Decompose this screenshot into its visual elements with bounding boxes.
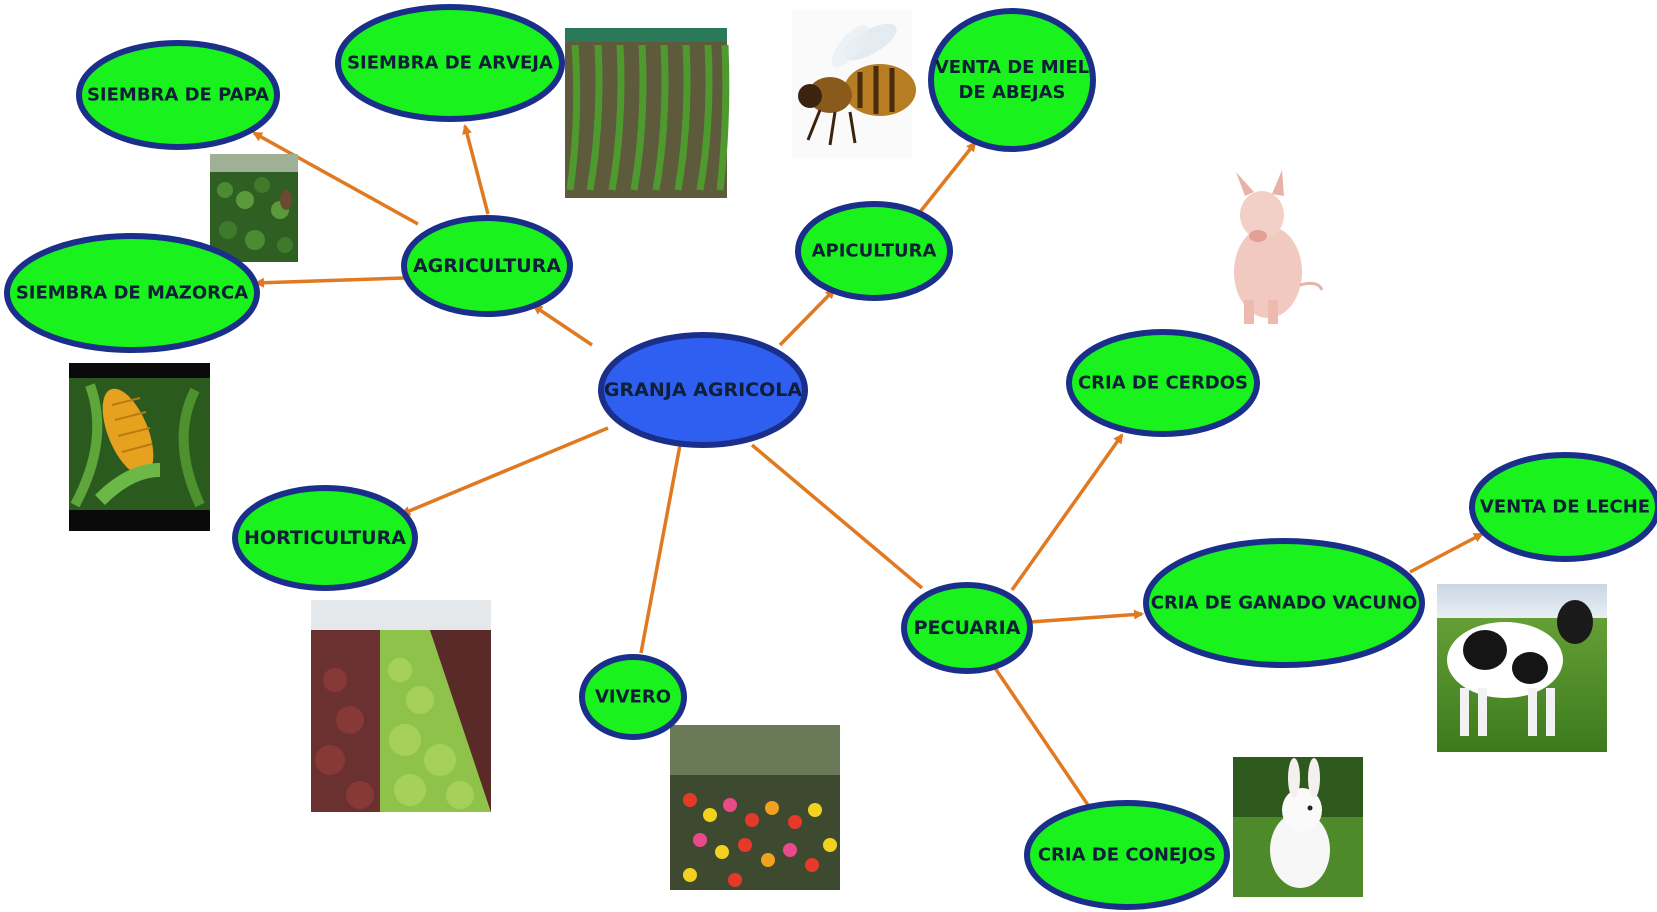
arrow-agricultura-to-papa (252, 131, 419, 226)
node-siembra-de-papa: SIEMBRA DE PAPA (76, 40, 280, 150)
rabbit-photo (1233, 757, 1363, 897)
node-cria-de-conejos-shape (1024, 800, 1230, 910)
arrow-center-to-apicultura (778, 288, 836, 347)
pea-field-photo (565, 28, 730, 198)
node-pecuaria: PECUARIA (901, 582, 1033, 674)
nodes: GRANJA AGRICOLA AGRICULTURA APICULTURA HORT… (4, 4, 1657, 910)
node-venta-de-miel-de-abejas-shape (928, 8, 1096, 152)
node-cria-de-ganado-vacuno: CRIA DE GANADO VACUNO (1143, 538, 1425, 668)
arrow-pecuaria-to-vacuno (1029, 609, 1144, 624)
node-cria-de-cerdos-shape (1066, 329, 1260, 437)
line-pecuaria-to-conejos (993, 667, 1092, 809)
bee-photo (792, 10, 916, 158)
node-cria-de-cerdos-label: CRIA DE CERDOS (1078, 373, 1248, 394)
arrow-vacuno-to-leche (1409, 532, 1484, 574)
node-cria-de-conejos: CRIA DE CONEJOS (1024, 800, 1230, 910)
node-venta-de-leche: VENTA DE LECHE (1469, 452, 1657, 562)
arrow-center-to-horticultura (400, 426, 609, 516)
arrow-apicultura-to-miel (918, 141, 977, 214)
line-center-to-vivero (639, 444, 682, 654)
arrow-pecuaria-to-cerdos (1010, 433, 1124, 592)
flower-nursery-photo (670, 725, 840, 890)
node-horticultura-shape (232, 485, 418, 591)
cow-photo (1437, 584, 1607, 752)
node-siembra-de-arveja-shape (335, 4, 565, 122)
node-apicultura-shape (795, 201, 953, 301)
node-cria-de-ganado-vacuno-shape (1143, 538, 1425, 668)
node-agricultura: AGRICULTURA (401, 215, 573, 317)
node-venta-de-miel-de-abejas: VENTA DE MIEL DE ABEJAS (928, 8, 1096, 152)
node-granja-agricola: GRANJA AGRICOLA (598, 332, 808, 448)
node-venta-de-leche-label: VENTA DE LECHE (1480, 497, 1650, 518)
node-cria-de-conejos-label: CRIA DE CONEJOS (1038, 845, 1216, 866)
node-siembra-de-mazorca-shape (4, 233, 260, 353)
node-cria-de-ganado-vacuno-label: CRIA DE GANADO VACUNO (1151, 593, 1418, 614)
node-vivero: VIVERO (579, 654, 687, 740)
node-apicultura: APICULTURA (795, 201, 953, 301)
node-siembra-de-papa-label: SIEMBRA DE PAPA (87, 85, 269, 106)
node-siembra-de-arveja-label: SIEMBRA DE ARVEJA (347, 53, 553, 74)
arrow-center-to-agricultura (532, 304, 593, 347)
node-pecuaria-shape (901, 582, 1033, 674)
node-siembra-de-arveja: SIEMBRA DE ARVEJA (335, 4, 565, 122)
node-siembra-de-mazorca: SIEMBRA DE MAZORCA (4, 233, 260, 353)
potato-field-photo (210, 154, 298, 262)
node-horticultura: HORTICULTURA (232, 485, 418, 591)
node-granja-agricola-label: GRANJA AGRICOLA (604, 379, 802, 401)
node-venta-de-leche-shape (1469, 452, 1657, 562)
pig-photo (1234, 170, 1324, 324)
node-horticultura-label: HORTICULTURA (244, 527, 406, 549)
node-cria-de-cerdos: CRIA DE CERDOS (1066, 329, 1260, 437)
node-apicultura-label: APICULTURA (812, 241, 937, 262)
lettuce-field-photo (311, 600, 491, 812)
node-venta-de-miel-de-abejas-label-line-1: VENTA DE MIEL (935, 57, 1089, 78)
node-pecuaria-label: PECUARIA (914, 617, 1021, 639)
node-vivero-shape (579, 654, 687, 740)
node-agricultura-label: AGRICULTURA (413, 255, 561, 277)
line-center-to-pecuaria (750, 443, 924, 590)
arrow-agricultura-to-arveja (462, 124, 490, 215)
node-vivero-label: VIVERO (595, 687, 671, 708)
arrow-agricultura-to-mazorca (254, 276, 405, 288)
node-agricultura-shape (401, 215, 573, 317)
node-venta-de-miel-de-abejas-label-line-2: DE ABEJAS (958, 82, 1065, 103)
node-granja-agricola-shape (598, 332, 808, 448)
node-siembra-de-mazorca-label: SIEMBRA DE MAZORCA (16, 283, 248, 304)
corn-photo (69, 363, 210, 531)
node-siembra-de-papa-shape (76, 40, 280, 150)
connectors (252, 124, 1484, 809)
